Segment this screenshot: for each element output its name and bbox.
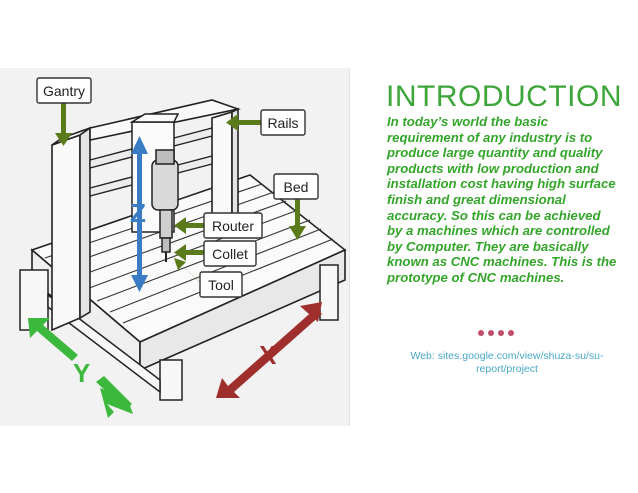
- tool-label-box: [199, 271, 243, 298]
- panel-divider: [349, 68, 350, 426]
- cnc-machine-diagram: Z Y X: [19, 77, 347, 418]
- router-label-box: [203, 212, 263, 239]
- slide-title: INTRODUCTION: [386, 80, 622, 113]
- x-axis-arrow: [216, 302, 322, 398]
- rails-label: Rails: [267, 115, 298, 131]
- decorative-dots: [478, 330, 514, 336]
- rails-label-box: [260, 109, 306, 136]
- router-label: Router: [212, 218, 254, 234]
- dot-1: [478, 330, 484, 336]
- dot-2: [488, 330, 494, 336]
- y-axis-label: Y: [73, 358, 90, 388]
- tool-label: Tool: [208, 277, 234, 293]
- y-axis-arrow: [28, 318, 133, 418]
- x-axis-label: X: [259, 340, 277, 370]
- slide-body: In today’s world the basic requirement o…: [387, 114, 617, 285]
- bed-label: Bed: [284, 179, 309, 195]
- callout-labels: [36, 77, 319, 298]
- dot-4: [508, 330, 514, 336]
- dot-3: [498, 330, 504, 336]
- z-axis-label: Z: [130, 198, 146, 228]
- callout-arrows: [55, 103, 306, 286]
- collet-label-box: [203, 240, 257, 267]
- callout-label-texts: Gantry Rails Bed Router Collet Tool: [43, 83, 308, 293]
- z-axis-arrow: [131, 136, 148, 292]
- gantry-label: Gantry: [43, 83, 85, 99]
- bed-label-box: [273, 173, 319, 200]
- source-link[interactable]: Web: sites.google.com/view/shuza-su/su-r…: [410, 350, 604, 375]
- gantry-frame: [51, 99, 241, 332]
- gantry-label-box: [36, 77, 92, 104]
- collet-label: Collet: [212, 246, 248, 262]
